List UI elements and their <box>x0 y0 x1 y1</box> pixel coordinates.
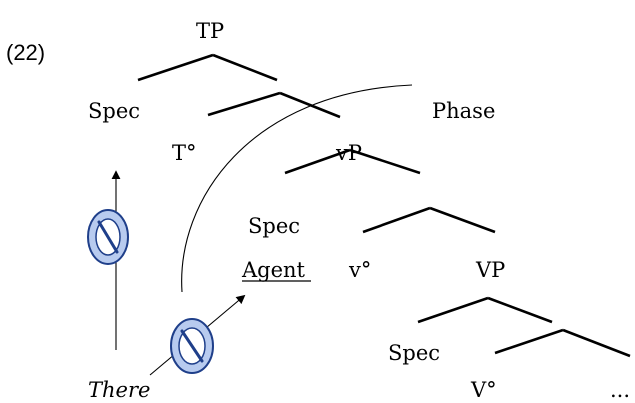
vp-small-spec-label: Spec <box>248 214 300 238</box>
ellipsis-label: ... <box>610 378 630 402</box>
vp-big-branch-left <box>417 296 489 324</box>
tp-spec-label: Spec <box>88 99 140 123</box>
phase-label: Phase <box>432 99 495 123</box>
expletive-there-label: There <box>88 378 150 402</box>
tbar-branch-left <box>207 91 281 117</box>
vp-big-label: VP <box>475 258 505 282</box>
tp-branch-left <box>137 53 214 82</box>
vbar-branch-right <box>429 206 496 234</box>
tp-branch-right <box>212 53 278 82</box>
vp-small-branch-right <box>349 148 421 175</box>
tp-label: TP <box>196 19 224 43</box>
prohibited-sign-icon <box>170 318 214 374</box>
agent-label: Agent <box>241 258 306 282</box>
vbar-branch-left <box>362 206 431 234</box>
phase-boundary-arc <box>181 84 413 293</box>
vbar-big-branch-left <box>494 328 564 355</box>
t-head-label: T° <box>172 141 197 165</box>
vp-big-branch-right <box>487 296 553 324</box>
v-small-head-label: v° <box>348 258 371 282</box>
vp-small-branch-left <box>284 148 351 175</box>
prohibited-sign-icon <box>87 209 129 265</box>
vp-big-spec-label: Spec <box>388 341 440 365</box>
vbar-big-branch-right <box>562 328 631 358</box>
tbar-branch-right <box>279 91 341 119</box>
v-big-head-label: V° <box>470 378 497 402</box>
example-number: (22) <box>6 40 45 65</box>
